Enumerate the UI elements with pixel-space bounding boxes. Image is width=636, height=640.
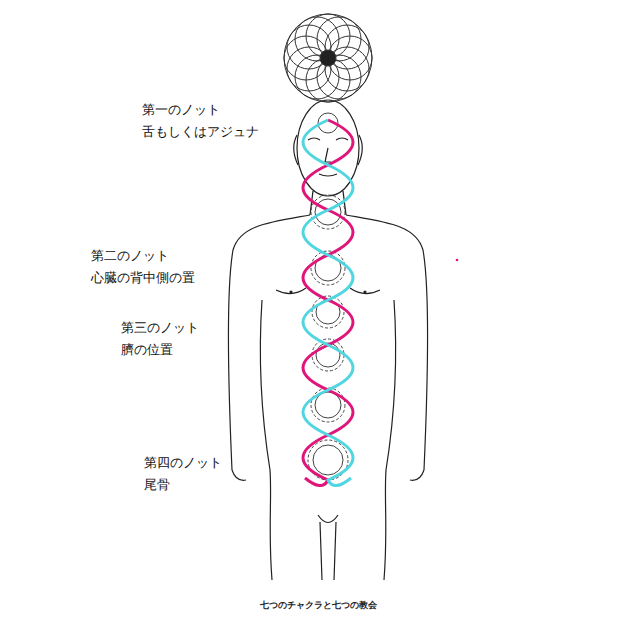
chakra-symbols — [308, 113, 348, 480]
knot-heading: 第一のノット — [141, 102, 221, 118]
stray-dot — [456, 259, 459, 262]
cyan-helix — [303, 120, 353, 486]
knot-heading: 第二のノット — [90, 248, 170, 264]
knot-location: 尾骨 — [143, 477, 171, 493]
knot-location: 心臓の背中側の置 — [90, 270, 196, 286]
magenta-helix — [303, 120, 353, 486]
figure-caption: 七つのチャクラと七つの教会 — [260, 599, 377, 611]
crown-lotus — [284, 14, 372, 102]
knot-heading: 第四のノット — [143, 455, 223, 471]
knot-location: 臍の位置 — [120, 342, 174, 358]
body-dots — [289, 290, 366, 293]
knot-heading: 第三のノット — [120, 320, 200, 336]
body-outline — [228, 100, 427, 580]
knot-location: 舌もしくはアジュナ — [141, 124, 260, 140]
